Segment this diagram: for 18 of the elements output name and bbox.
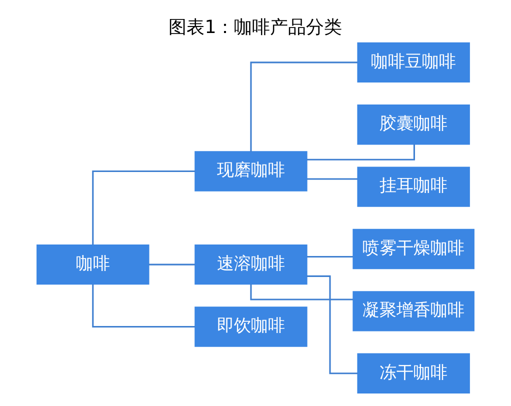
connector bbox=[148, 264, 196, 266]
connector bbox=[92, 284, 196, 328]
connector bbox=[92, 170, 196, 245]
connector bbox=[306, 178, 358, 180]
node-box: 胶囊咖啡 bbox=[357, 104, 470, 145]
node-box: 凝聚增香咖啡 bbox=[352, 291, 474, 332]
node-box: 速溶咖啡 bbox=[194, 244, 308, 285]
node-box: 现磨咖啡 bbox=[194, 151, 308, 192]
diagram-title: 图表1：咖啡产品分类 bbox=[168, 16, 342, 38]
node-box: 喷雾干燥咖啡 bbox=[352, 228, 474, 270]
connector bbox=[306, 275, 358, 374]
node-box: 即饮咖啡 bbox=[194, 306, 308, 347]
connector bbox=[250, 62, 358, 152]
node-box: 咖啡 bbox=[36, 244, 150, 285]
node-box: 冻干咖啡 bbox=[357, 353, 470, 394]
node-box: 咖啡豆咖啡 bbox=[357, 42, 470, 82]
node-box: 挂耳咖啡 bbox=[357, 166, 470, 207]
connector bbox=[306, 256, 354, 258]
